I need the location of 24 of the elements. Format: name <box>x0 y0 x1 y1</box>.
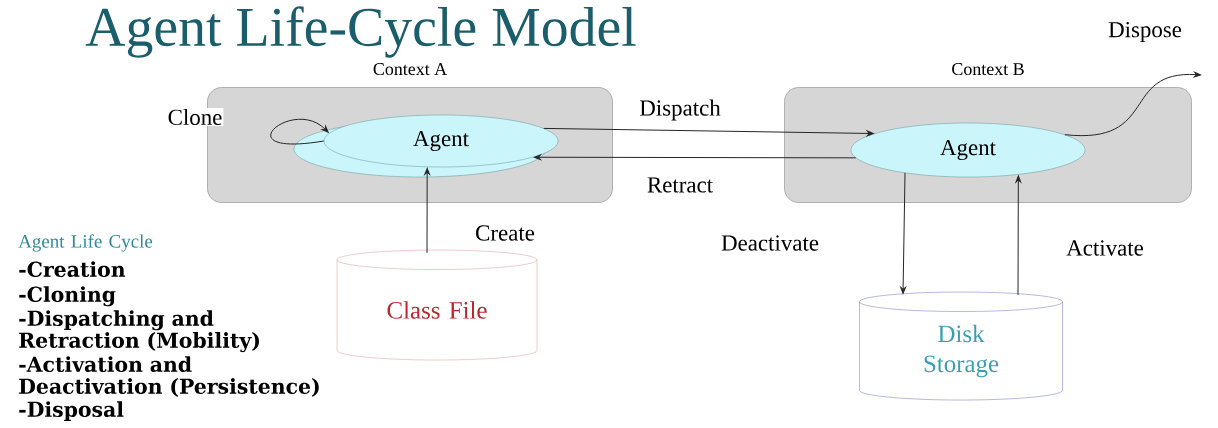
list-item: -Activation and Deactivation (Persistence) <box>19 356 319 397</box>
list-heading: Agent Life Cycle <box>18 234 153 252</box>
edge-label: Create <box>474 224 536 242</box>
title: Agent Life-Cycle Model <box>85 6 636 58</box>
list-item: -Dispatching and Retraction (Mobility) <box>19 310 259 353</box>
arrow <box>900 172 906 294</box>
list-item: -Cloning <box>19 286 116 307</box>
arrow <box>270 118 329 145</box>
arrow <box>1015 175 1022 296</box>
arrow <box>424 167 431 254</box>
arrow <box>1064 71 1202 137</box>
storage-cylinder: Disk Storage <box>859 291 1063 401</box>
node-label: Context A <box>373 63 447 76</box>
edge-label: Retract <box>645 176 715 194</box>
arrow <box>543 127 874 137</box>
edge-label: Activate <box>1065 239 1145 257</box>
edge-label: Dispose <box>1107 21 1183 44</box>
storage-cylinder: Class File <box>336 249 538 361</box>
list-item: -Disposal <box>19 401 124 421</box>
edge-label: Deactivate <box>720 234 820 252</box>
edge-label: Dispatch <box>638 98 722 122</box>
arrow <box>533 154 857 161</box>
node-label: Context B <box>952 63 1024 76</box>
list-item: -Creation <box>19 261 126 277</box>
